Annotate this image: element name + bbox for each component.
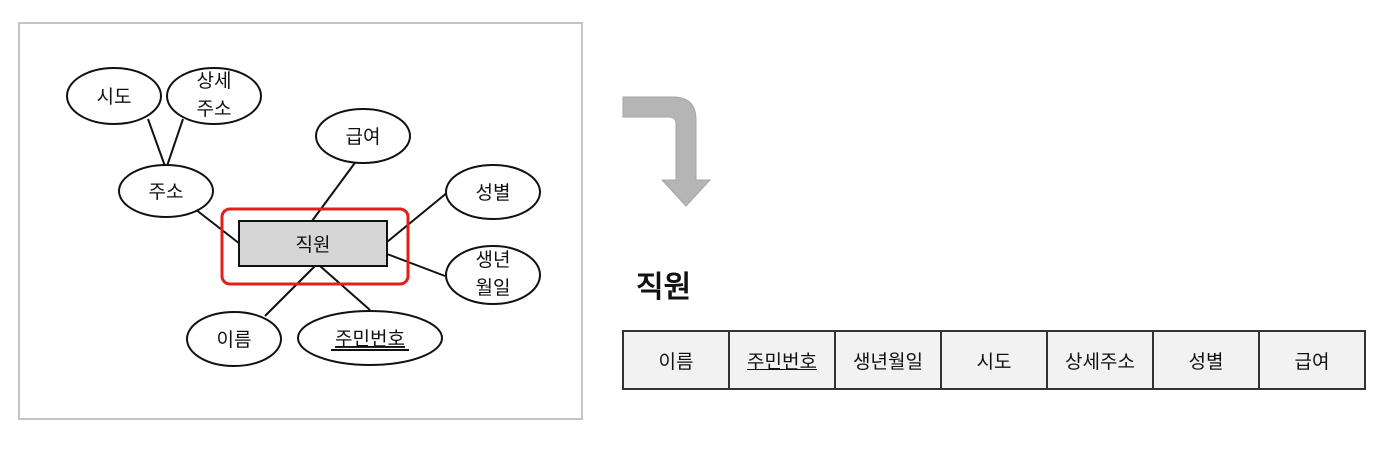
er-diagram: 시도 상세 주소 주소 급여 성별 생년 월일 이름 주민번호 직원 [66,67,541,367]
attr-address-ellipse [118,164,214,218]
relation-table: 이름 주민번호 생년월일 시도 상세주소 성별 급여 [622,330,1366,390]
column-gender: 성별 [1152,330,1260,390]
attr-resident-number-ellipse [297,310,443,366]
attr-salary-ellipse [315,108,411,164]
attr-detail-address-label-2: 주소 [197,98,232,120]
attr-address-label: 주소 [149,181,184,203]
relation-row: 이름 주민번호 생년월일 시도 상세주소 성별 급여 [622,330,1366,390]
relation-title: 직원 [636,270,692,305]
er-diagram-panel: 시도 상세 주소 주소 급여 성별 생년 월일 이름 주민번호 직원 [18,22,583,420]
column-resident-number-label: 주민번호 [747,350,817,373]
connector-entity-name [264,265,316,317]
column-resident-number: 주민번호 [728,330,836,390]
connector-entity-gender [386,191,449,243]
column-salary-label: 급여 [1294,350,1330,373]
entity-highlight-frame [220,207,410,286]
column-name-label: 이름 [658,350,694,373]
connector-entity-address [194,208,241,245]
attr-sido-label: 시도 [97,86,132,108]
attr-gender-ellipse [445,164,541,220]
column-detail-address-label: 상세주소 [1065,350,1135,373]
attr-sido-ellipse [66,67,162,125]
attr-birthdate-label-1: 생년 [476,249,511,271]
connector-address-sido [147,118,167,170]
attr-birthdate-label-2: 월일 [476,277,511,299]
entity-box [238,220,388,267]
attr-salary-label: 급여 [346,126,381,148]
column-sido: 시도 [940,330,1048,390]
column-salary: 급여 [1258,330,1366,390]
connector-entity-salary [311,155,361,222]
connector-address-detail [165,118,184,170]
column-birthdate-label: 생년월일 [853,350,923,373]
connector-entity-birthdate [386,253,446,277]
column-sido-label: 시도 [976,350,1012,373]
column-name: 이름 [622,330,730,390]
column-birthdate: 생년월일 [834,330,942,390]
transform-arrow-icon [622,96,712,207]
entity-label: 직원 [296,234,331,256]
column-gender-label: 성별 [1188,350,1224,373]
attr-birthdate-ellipse [445,245,541,305]
attr-resident-number-label: 주민번호 [335,328,405,350]
attr-name-label: 이름 [217,329,252,351]
connector-entity-resident-number [319,265,371,311]
attr-detail-address-label-1: 상세 [197,70,232,92]
attr-name-ellipse [186,311,282,367]
attr-gender-label: 성별 [476,182,511,204]
attr-detail-address-ellipse [166,67,262,125]
column-detail-address: 상세주소 [1046,330,1154,390]
